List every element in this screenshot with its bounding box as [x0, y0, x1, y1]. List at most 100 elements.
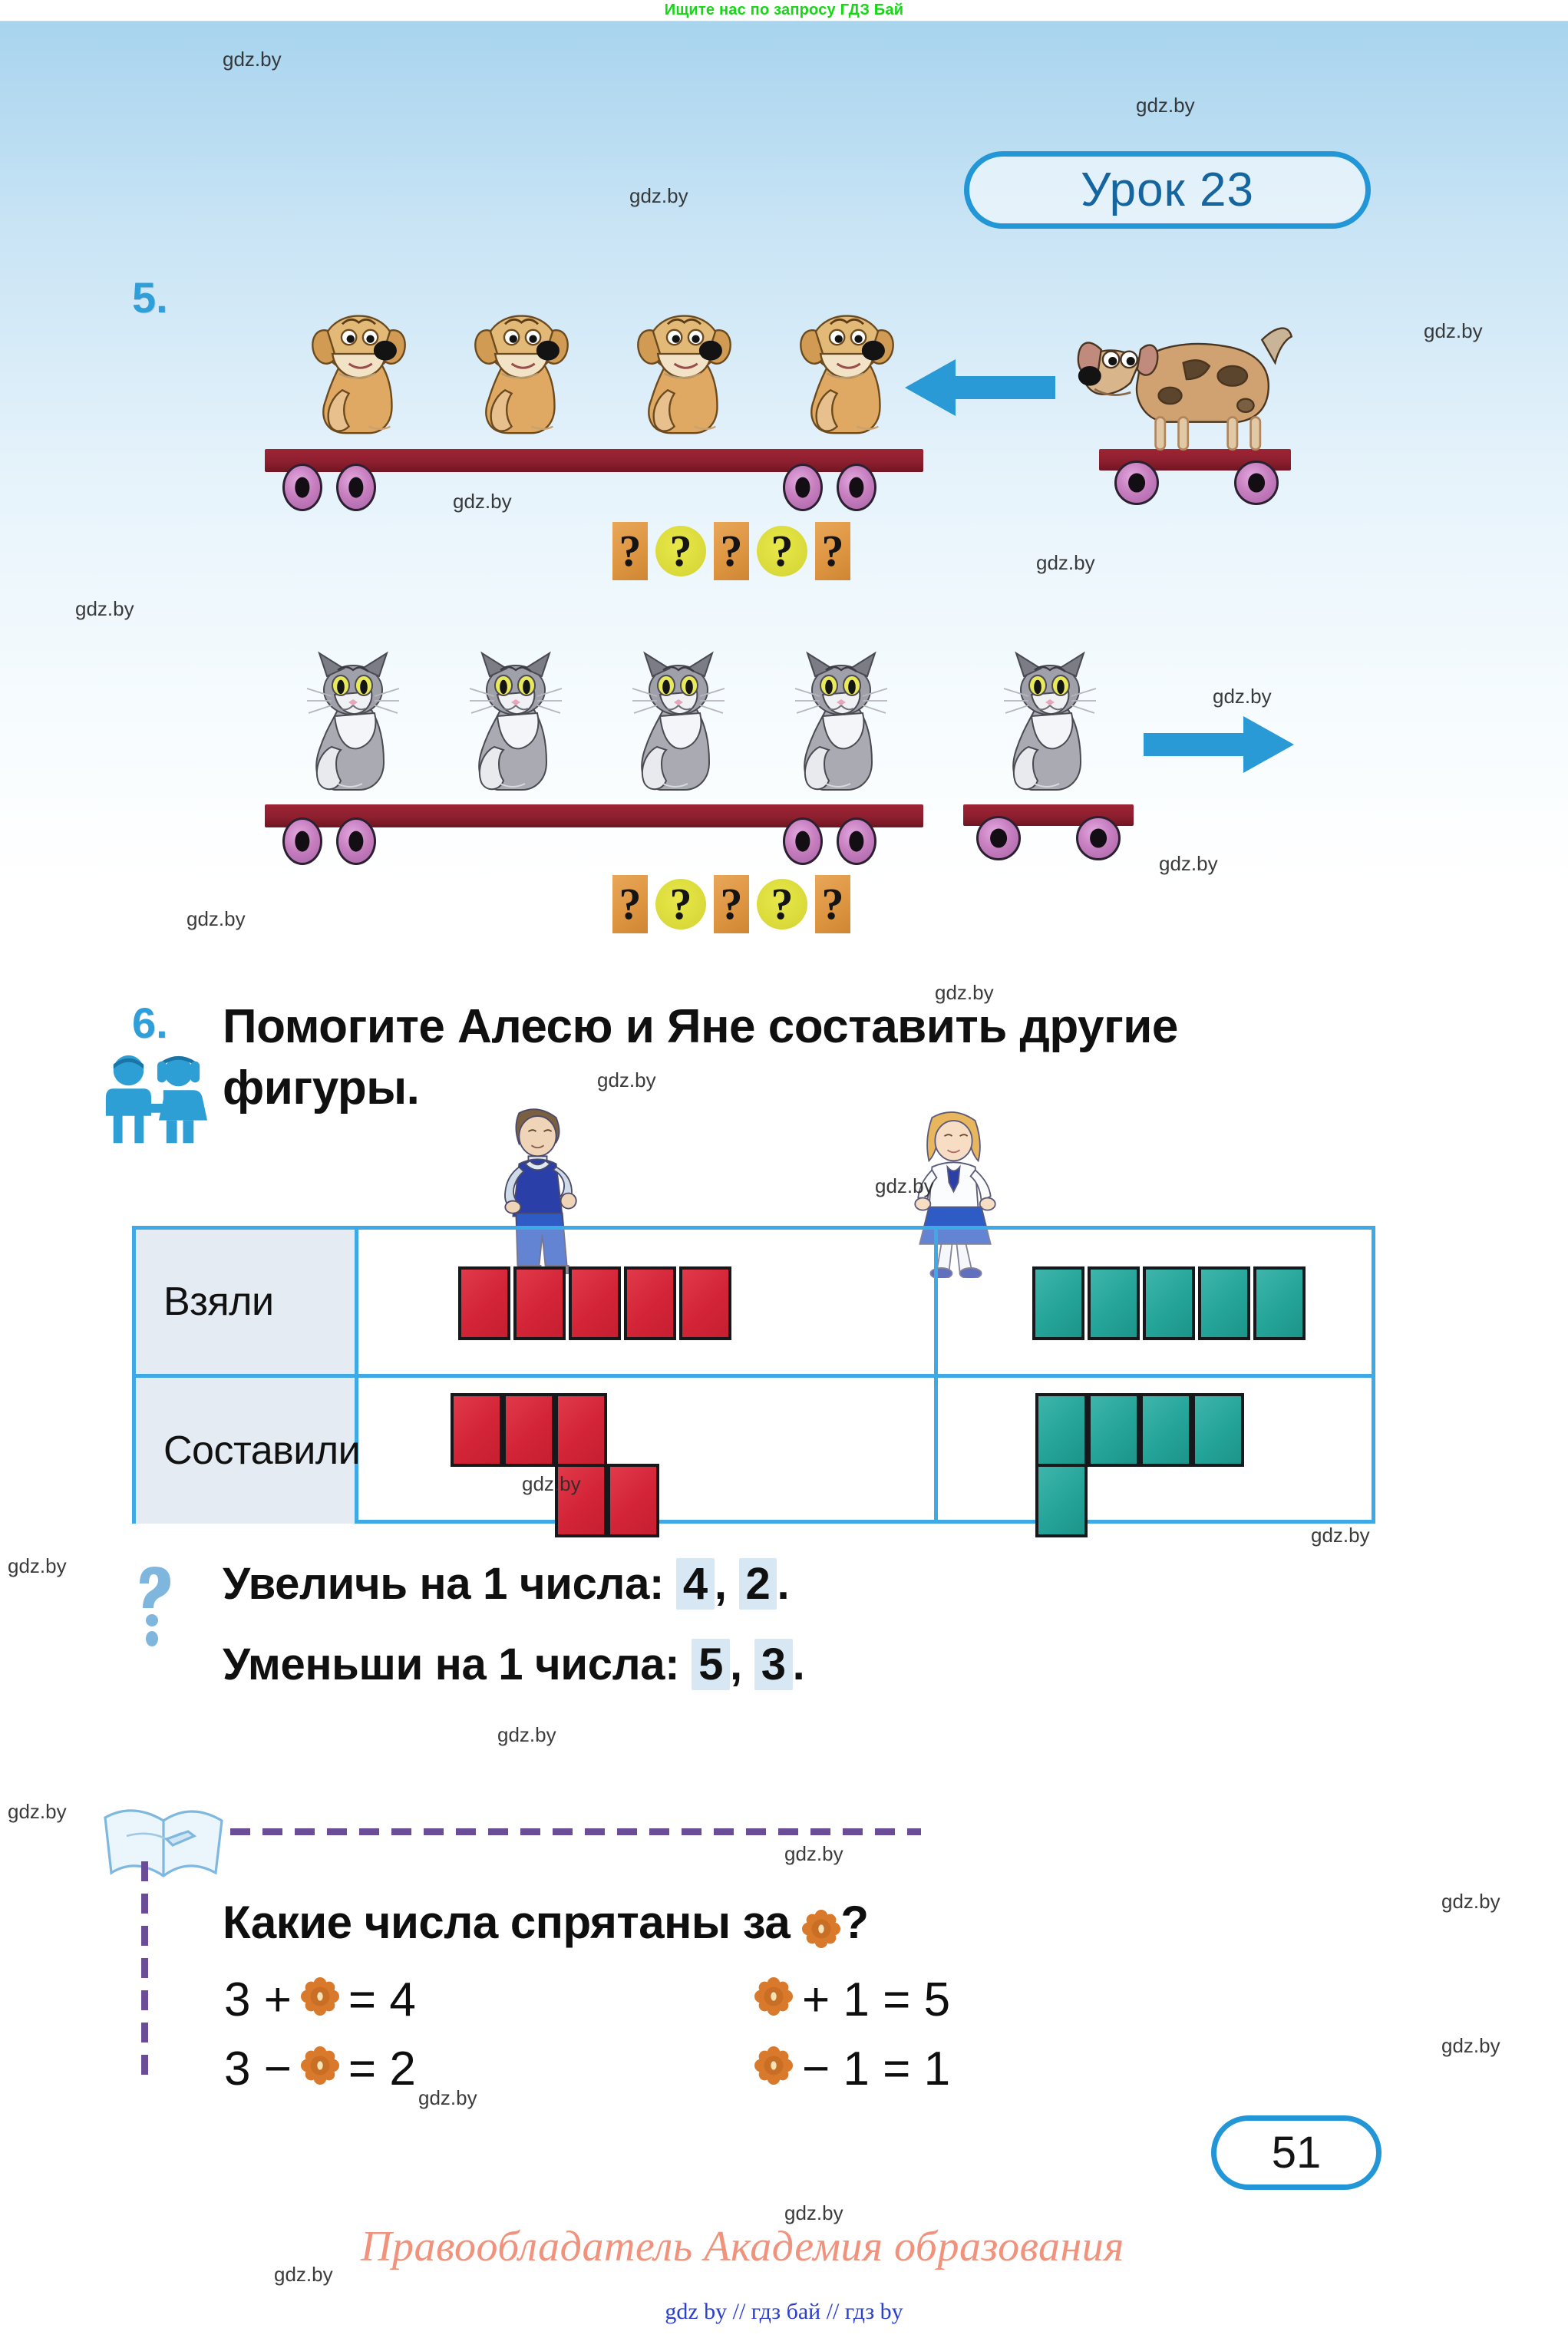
watermark: gdz.by: [8, 1554, 67, 1577]
comma: ,: [714, 1559, 727, 1609]
watermark: gdz.by: [1159, 852, 1218, 875]
question-card: ?: [714, 875, 749, 933]
red-square: [555, 1464, 607, 1537]
dog-cart-wheel: [282, 464, 322, 511]
girl-character-icon: [904, 1105, 1008, 1278]
watermark: gdz.by: [784, 2201, 843, 2224]
page-number-badge: 51: [1211, 2115, 1381, 2190]
decrease-exercise: Уменьши на 1 числа: 5, 3.: [223, 1639, 805, 1690]
pair-work-icon: [100, 1052, 209, 1157]
spotted-dog-icon: [1068, 290, 1306, 455]
dog-cart-wheel: [837, 464, 876, 511]
teal-square: [1192, 1393, 1244, 1467]
question-card: ?: [612, 875, 648, 933]
equation-right: = 2: [348, 2042, 416, 2095]
red-square: [679, 1266, 731, 1340]
lesson-badge: Урок 23: [964, 151, 1371, 229]
teal-square: [1143, 1266, 1195, 1340]
flower-icon: [754, 2042, 793, 2096]
increase-number-1: 4: [675, 1558, 715, 1610]
puzzle-title-text: Какие числа спрятаны за: [223, 1897, 791, 1948]
dashed-line-vertical: [141, 1861, 148, 2084]
teal-square: [1088, 1393, 1140, 1467]
question-card: ?: [612, 522, 648, 580]
watermark: gdz.by: [187, 907, 246, 930]
page-number: 51: [1271, 2128, 1322, 2178]
cat-icon: [764, 649, 918, 810]
table-row: Взяли: [136, 1230, 1372, 1374]
dog-cart-wheel: [336, 464, 376, 511]
watermark: gdz.by: [497, 1723, 556, 1746]
red-square: [607, 1464, 659, 1537]
red-square: [555, 1393, 607, 1467]
question-card: ?: [815, 875, 850, 933]
watermark: gdz.by: [1441, 1890, 1500, 1913]
cat-icon: [602, 649, 755, 810]
copyright-text: Правообладатель Академия образования: [361, 2223, 1124, 2270]
right-arrow-icon: [1144, 710, 1297, 783]
comma: ,: [730, 1640, 742, 1689]
dog-icon: [602, 288, 767, 453]
period: .: [792, 1640, 805, 1689]
footer-links: gdz by // гдз бай // гдз by: [665, 2299, 903, 2324]
teal-square: [1032, 1266, 1084, 1340]
flower-icon: [300, 2042, 339, 2096]
watermark: gdz.by: [597, 1068, 656, 1091]
row-label-taken: Взяли: [136, 1230, 355, 1374]
watermark: gdz.by: [8, 1800, 67, 1823]
task-6-line-1: Помогите Алесю и Яне составить другие: [223, 1000, 1178, 1053]
cat-icon: [276, 649, 430, 810]
dog-cart-wheel: [783, 464, 823, 511]
open-notebook-icon: [96, 1796, 242, 1900]
question-mark-icon: [130, 1562, 178, 1652]
shapes-table: Взяли Составили: [132, 1226, 1375, 1537]
top-banner: Ищите нас по запросу ГДЗ Бай: [0, 0, 1568, 21]
equation-3: 3 − = 2: [224, 2042, 416, 2096]
left-arrow-icon: [902, 353, 1055, 426]
task-6-number: 6.: [132, 999, 168, 1047]
question-card: ?: [714, 522, 749, 580]
cat-icon: [439, 649, 593, 810]
task-6-line-2: фигуры.: [223, 1062, 420, 1115]
question-cards-cats: ? ? ? ? ?: [612, 875, 850, 933]
equation-1: 3 + = 4: [224, 1973, 416, 2027]
dog-icon: [276, 288, 441, 453]
teal-square: [1035, 1393, 1088, 1467]
watermark: gdz.by: [274, 2263, 333, 2286]
watermark: gdz.by: [1424, 319, 1483, 342]
equation-4: − 1 = 1: [754, 2042, 950, 2096]
watermark: gdz.by: [784, 1842, 843, 1865]
red-square: [458, 1266, 510, 1340]
dashed-line-horizontal: [230, 1828, 921, 1835]
table-col-divider: [934, 1230, 938, 1520]
watermark: gdz.by: [1136, 94, 1195, 117]
decrease-number-1: 5: [692, 1639, 731, 1690]
watermark: gdz.by: [418, 2086, 477, 2109]
dog-icon: [764, 288, 929, 453]
teal-square: [1253, 1266, 1306, 1340]
watermark: gdz.by: [75, 597, 134, 620]
equation-left: 3 +: [224, 1973, 292, 2026]
equation-right: − 1 = 1: [802, 2042, 951, 2095]
equation-right: + 1 = 5: [802, 1973, 951, 2026]
watermark: gdz.by: [875, 1174, 934, 1197]
red-square: [624, 1266, 676, 1340]
red-square: [569, 1266, 621, 1340]
question-cards-dogs: ? ? ? ? ?: [612, 522, 850, 580]
table-col-divider: [355, 1230, 358, 1520]
question-card: ?: [655, 879, 706, 930]
table-row-divider: [136, 1374, 1372, 1378]
puzzle-title-suffix: ?: [840, 1897, 869, 1948]
equation-2: + 1 = 5: [754, 1973, 950, 2027]
cat-cart-wheel: [282, 817, 322, 865]
red-square: [503, 1393, 555, 1467]
flower-icon: [300, 1973, 339, 2027]
equation-left: 3 −: [224, 2042, 292, 2095]
dog-icon: [439, 288, 604, 453]
cat-icon: [973, 649, 1127, 810]
incoming-dog-cart-wheel: [1234, 461, 1279, 505]
increase-exercise: Увеличь на 1 числа: 4, 2.: [223, 1558, 790, 1610]
watermark: gdz.by: [629, 184, 688, 207]
teal-square: [1140, 1393, 1192, 1467]
